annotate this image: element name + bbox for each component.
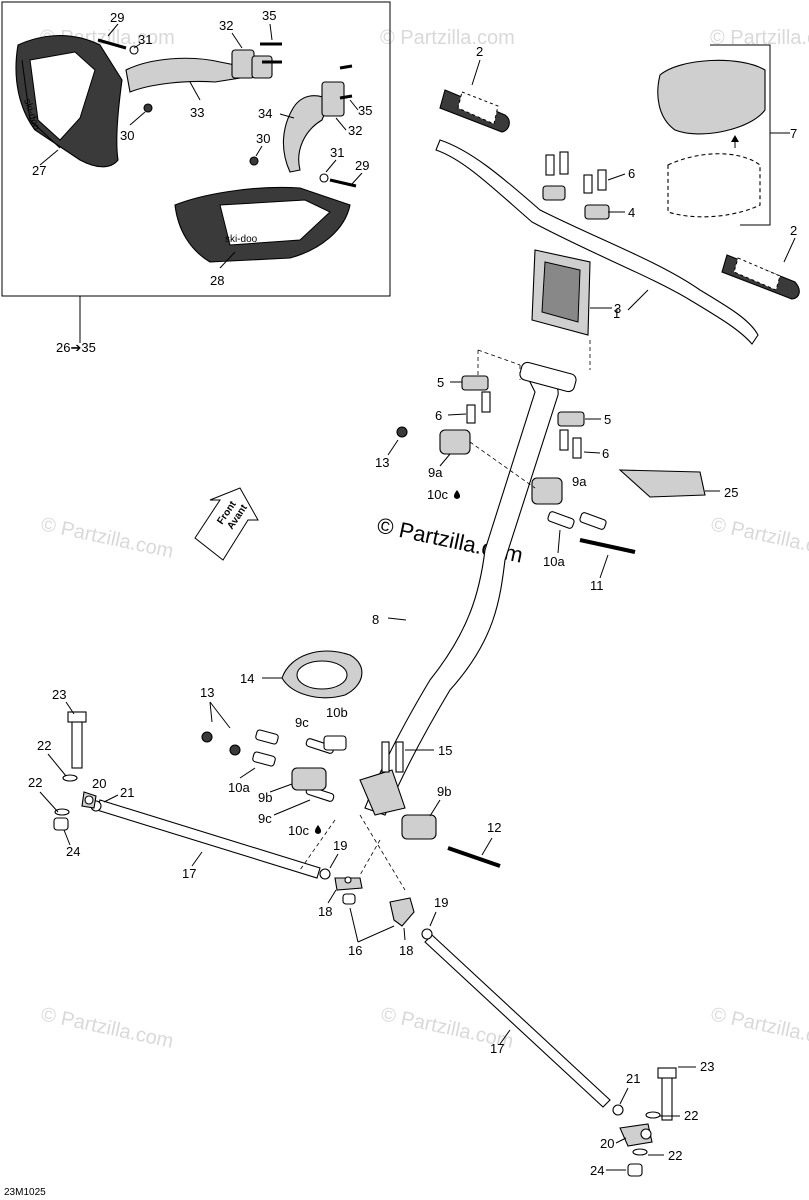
column-cover [281,650,363,699]
hand-guard-kit-box: 26➔35 ski-doo 27 ski-doo 28 [1,1,391,355]
handlebar-pad [657,59,766,218]
front-arrow-icon: Front Avant [194,487,259,561]
label-12: 12 [487,820,501,835]
label-5: 5 [437,375,444,390]
handlebar [435,139,759,345]
label-22d: 22 [668,1148,682,1163]
label-9b-b: 9b [437,784,451,799]
label-29b: 29 [355,158,369,173]
label-9a: 9a [428,465,443,480]
label-9b: 9b [258,790,272,805]
label-13b: 13 [200,685,214,700]
label-6: 6 [628,166,635,181]
label-19b: 19 [434,895,448,910]
label-24b: 24 [590,1163,604,1178]
diagram-code: 23M1025 [4,1187,46,1198]
label-10a: 10a [543,554,565,569]
label-31b: 31 [330,145,344,160]
label-7: 7 [790,126,797,141]
tie-rod-ends [334,876,415,927]
label-30: 30 [120,128,134,143]
label-1: 1 [613,306,620,321]
label-24: 24 [66,844,80,859]
mid-clamps [461,375,585,459]
label-35: 35 [262,8,276,23]
label-6b: 6 [435,408,442,423]
left-rod-end-hardware [53,711,97,831]
label-14: 14 [240,671,254,686]
label-23b: 23 [700,1059,714,1074]
bracket-left [97,38,282,113]
label-10a-b: 10a [228,780,250,795]
label-16: 16 [348,943,362,958]
label-22b: 22 [28,775,42,790]
hand-guard-left: ski-doo [15,35,123,168]
kit-label: 26➔35 [56,340,96,355]
label-35b: 35 [358,103,372,118]
label-10c: 10c [427,487,448,502]
clamp-bolts-top [542,151,610,220]
label-27: 27 [32,163,46,178]
label-28: 28 [210,273,224,288]
label-8: 8 [372,612,379,627]
label-31: 31 [138,32,152,47]
label-25: 25 [724,485,738,500]
watermark: © Partzilla.com [709,1003,809,1053]
watermark: © Partzilla.com [39,513,175,563]
label-29: 29 [110,10,124,25]
hand-guard-right: ski-doo [174,186,351,263]
label-19: 19 [333,838,347,853]
tie-rod-right [421,928,611,1108]
watermark: © Partzilla.com [709,513,809,563]
label-22c: 22 [684,1108,698,1123]
grip-right [721,254,800,300]
label-23: 23 [52,687,66,702]
watermark: © Partzilla.com [39,1003,175,1053]
grip-left [439,89,510,133]
brand-mark: ski-doo [225,234,258,245]
label-17: 17 [182,866,196,881]
label-10c-b: 10c [288,823,309,838]
right-rod-end-hardware [612,1067,677,1177]
label-2b: 2 [790,223,797,238]
label-15: 15 [438,743,452,758]
lower-bushings [201,729,501,868]
label-30b: 30 [256,131,270,146]
label-9a-b: 9a [572,474,587,489]
label-32: 32 [219,18,233,33]
label-21: 21 [120,785,134,800]
label-22: 22 [37,738,51,753]
label-34: 34 [258,106,272,121]
label-3: 3 [614,301,621,316]
label-33: 33 [190,105,204,120]
upper-bushings [396,426,706,554]
label-9c-b: 9c [258,811,272,826]
label-5b: 5 [604,412,611,427]
tie-rod-left [90,799,331,880]
label-6c: 6 [602,446,609,461]
label-20: 20 [92,776,106,791]
label-2: 2 [476,44,483,59]
label-18: 18 [318,904,332,919]
label-9c: 9c [295,715,309,730]
label-4: 4 [628,205,635,220]
label-21b: 21 [626,1071,640,1086]
watermark: © Partzilla.com [710,27,809,49]
label-32b: 32 [348,123,362,138]
bracket-right [249,64,357,188]
label-17b: 17 [490,1041,504,1056]
label-13: 13 [375,455,389,470]
label-11: 11 [590,578,604,593]
riser [531,249,591,336]
label-10b: 10b [326,705,348,720]
label-20b: 20 [600,1136,614,1151]
label-18b: 18 [399,943,413,958]
watermark: © Partzilla.com [380,27,515,49]
